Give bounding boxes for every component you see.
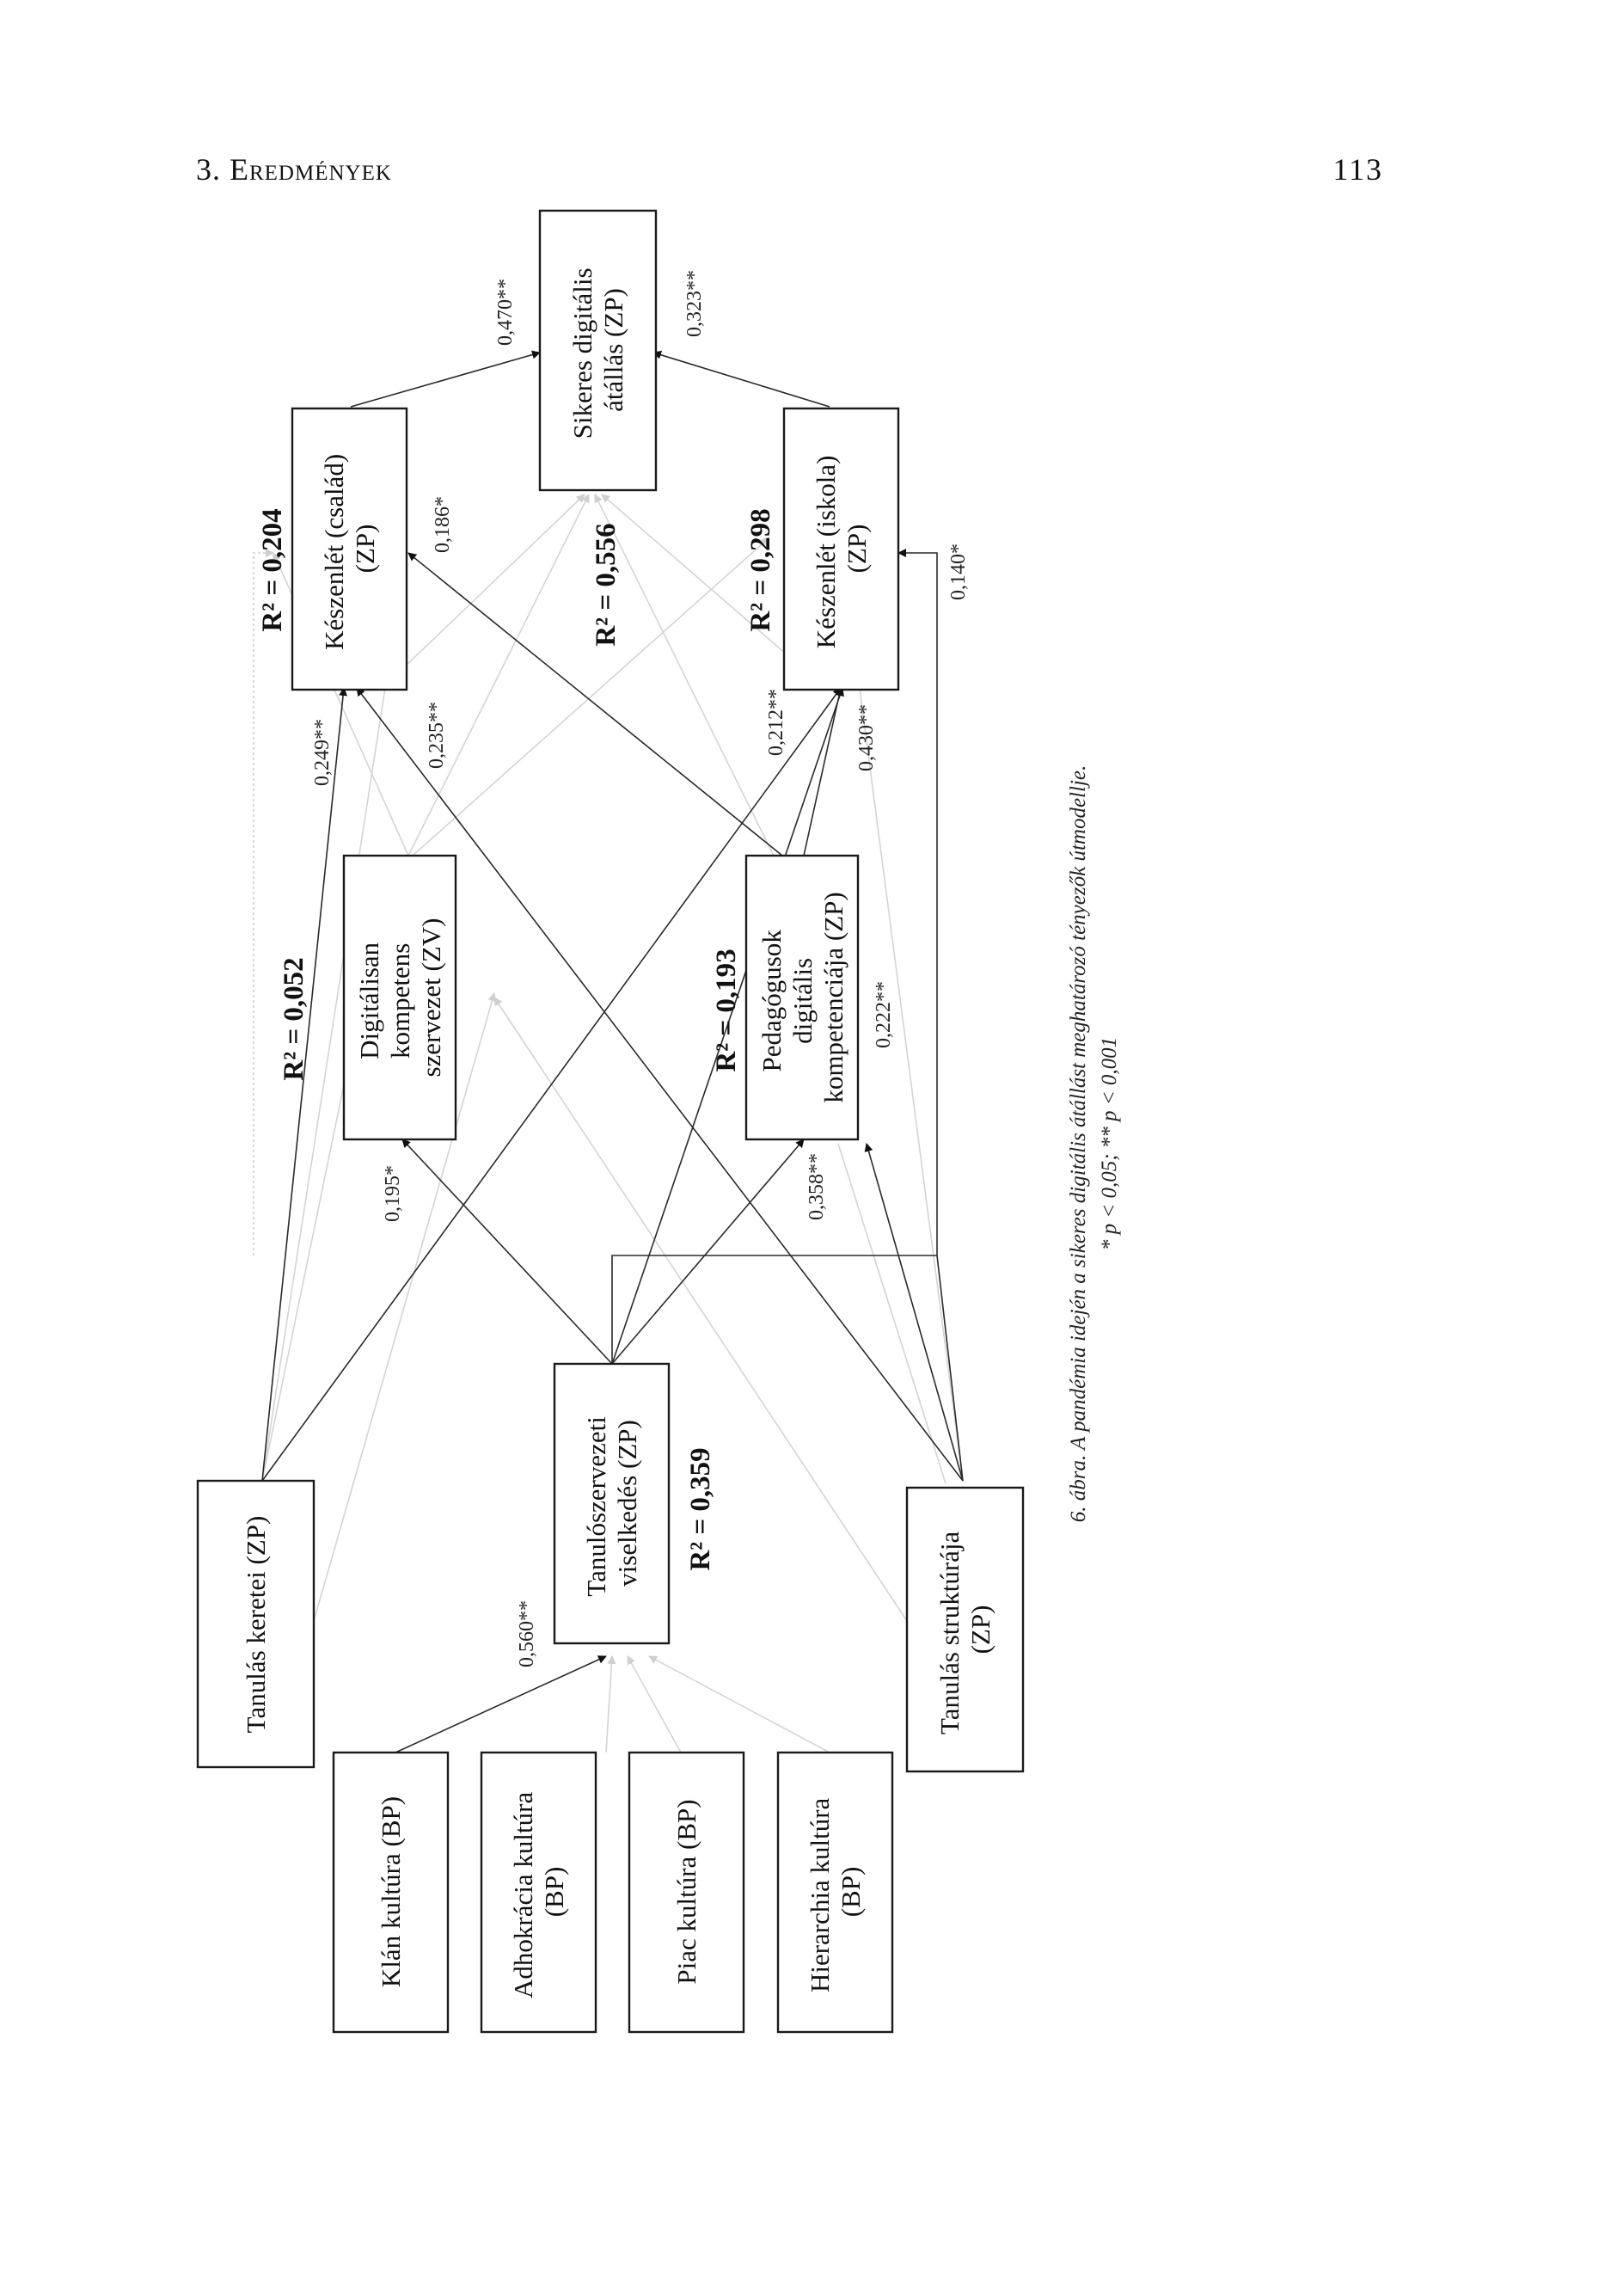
edges-nonsignificant bbox=[253, 494, 964, 1753]
coef-140: 0,140* bbox=[947, 543, 970, 600]
node-keszenlet-iskola-line-1: Készenlét (iskola) bbox=[811, 456, 841, 649]
coef-249: 0,249** bbox=[311, 719, 334, 786]
page-number: 113 bbox=[1332, 152, 1383, 187]
node-adhokracia-line-1: Adhokrácia kultúra bbox=[508, 1792, 538, 1998]
edges-significant bbox=[261, 350, 964, 1753]
coef-560: 0,560** bbox=[516, 1600, 538, 1667]
node-adhokracia: Adhokrácia kultúra (BP) bbox=[480, 1751, 597, 2034]
node-tanulas-keretei-line-1: Tanulás keretei (ZP) bbox=[241, 1516, 271, 1734]
caption-title: 6. ábra. A pandémia idején a sikeres dig… bbox=[1067, 765, 1090, 1522]
node-piac: Piac kultúra (BP) bbox=[628, 1751, 745, 2034]
r2-csalad: R² = 0,204 bbox=[257, 508, 288, 631]
node-tanulas-strukturaja-line-1: Tanulás struktúrája bbox=[934, 1531, 965, 1734]
figure-caption: 6. ábra. A pandémia idején a sikeres dig… bbox=[1067, 765, 1121, 1522]
node-klan: Klán kultúra (BP) bbox=[332, 1751, 450, 2034]
node-hierarchia-line-1: Hierarchia kultúra bbox=[805, 1797, 835, 1992]
svg-text:Pedagógusok digitális: Pedagógusok digitális kompetenciája (ZP) bbox=[757, 892, 848, 1102]
node-pedagogusok-line-2: digitális bbox=[787, 958, 818, 1044]
node-klan-line-1: Klán kultúra (BP) bbox=[376, 1796, 406, 1987]
node-tanuloszervezeti-line-2: viselkedés (ZP) bbox=[612, 1420, 642, 1587]
node-tanuloszervezeti-line-1: Tanulószervezeti bbox=[581, 1416, 611, 1597]
svg-text:Piac kultúra (BP): Piac kultúra (BP) bbox=[671, 1799, 701, 1984]
running-head: 3. Eredmények bbox=[196, 152, 392, 187]
node-tanulas-strukturaja: Tanulás struktúrája (ZP) bbox=[905, 1486, 1025, 1773]
svg-text:Sikeres digitális átállá: Sikeres digitális átállás (ZP) bbox=[567, 261, 628, 439]
coef-235: 0,235** bbox=[426, 702, 448, 769]
coef-195: 0,195* bbox=[382, 1165, 404, 1222]
svg-text:Tanulás keretei (ZP): Tanulás keretei (ZP) bbox=[241, 1516, 271, 1734]
node-keszenlet-iskola: Készenlét (iskola) (ZP) bbox=[782, 407, 900, 691]
svg-text:Adhokrácia kultúra (BP): Adhokrácia kultúra (BP) bbox=[508, 1785, 569, 1998]
node-digitalisan-line-3: szervezet (ZV) bbox=[416, 918, 446, 1077]
path-coefficients: 0,470** 0,323** 0,186* 0,140* 0,249** 0,… bbox=[311, 270, 970, 1667]
coef-470: 0,470** bbox=[494, 279, 517, 346]
coef-212: 0,212** bbox=[765, 689, 787, 756]
r2-sikeres: R² = 0,556 bbox=[591, 523, 622, 646]
coef-186: 0,186* bbox=[432, 496, 454, 553]
r2-pedagogusok: R² = 0,193 bbox=[711, 948, 742, 1071]
r2-iskola: R² = 0,298 bbox=[745, 508, 776, 631]
node-keszenlet-csalad-line-1: Készenlét (család) bbox=[319, 454, 349, 650]
node-adhokracia-line-2: (BP) bbox=[539, 1867, 569, 1918]
node-pedagogusok-line-1: Pedagógusok bbox=[757, 930, 787, 1072]
r2-tanuloszervezeti: R² = 0,359 bbox=[685, 1447, 716, 1570]
node-piac-line-1: Piac kultúra (BP) bbox=[671, 1799, 701, 1984]
svg-text:Digitálisan kompetens: Digitálisan kompetens szervezet (ZV) bbox=[354, 918, 446, 1077]
svg-text:Hierarchia kultúra (BP): Hierarchia kultúra (BP) bbox=[805, 1791, 866, 1992]
node-pedagogusok: Pedagógusok digitális kompetenciája (ZP) bbox=[744, 854, 860, 1141]
node-digitalisan-line-1: Digitálisan bbox=[354, 942, 384, 1059]
node-digitalisan-line-2: kompetens bbox=[385, 943, 415, 1059]
svg-text:Klán kultúra (BP): Klán kultúra (BP) bbox=[376, 1796, 406, 1987]
svg-text:Készenlét (iskola) (ZP): Készenlét (iskola) (ZP) bbox=[811, 449, 872, 648]
node-sikeres-line-2: átállás (ZP) bbox=[598, 288, 628, 412]
node-digitalisan: Digitálisan kompetens szervezet (ZV) bbox=[342, 854, 457, 1141]
coef-222: 0,222** bbox=[873, 981, 895, 1048]
svg-text:Tanulószervezeti viselke: Tanulószervezeti viselkedés (ZP) bbox=[581, 1409, 642, 1596]
node-keszenlet-iskola-line-2: (ZP) bbox=[842, 525, 872, 574]
node-tanulas-keretei: Tanulás keretei (ZP) bbox=[196, 1479, 315, 1769]
node-hierarchia: Hierarchia kultúra (BP) bbox=[776, 1751, 894, 2034]
caption-note: * p < 0,05; ** p < 0,001 bbox=[1098, 1037, 1121, 1250]
node-hierarchia-line-2: (BP) bbox=[836, 1867, 866, 1918]
svg-text:Tanulás struktúrája (ZP): Tanulás struktúrája (ZP) bbox=[934, 1525, 995, 1734]
r2-digitalisan: R² = 0,052 bbox=[279, 957, 309, 1080]
node-sikeres: Sikeres digitális átállás (ZP) bbox=[538, 209, 658, 492]
node-keszenlet-csalad: Készenlét (család) (ZP) bbox=[291, 407, 408, 691]
node-sikeres-line-1: Sikeres digitális bbox=[567, 267, 597, 439]
r-squared-labels: R² = 0,204 R² = 0,556 R² = 0,298 R² = 0,… bbox=[257, 508, 776, 1570]
coef-358: 0,358** bbox=[806, 1153, 828, 1220]
coef-323: 0,323** bbox=[683, 270, 706, 337]
node-tanulas-strukturaja-line-2: (ZP) bbox=[965, 1605, 995, 1654]
node-tanuloszervezeti: Tanulószervezeti viselkedés (ZP) bbox=[553, 1362, 671, 1645]
svg-text:Készenlét (család) (ZP): Készenlét (család) (ZP) bbox=[319, 447, 380, 650]
node-pedagogusok-line-3: kompetenciája (ZP) bbox=[818, 892, 848, 1102]
node-keszenlet-csalad-line-2: (ZP) bbox=[350, 525, 380, 574]
coef-430: 0,430** bbox=[855, 704, 878, 771]
